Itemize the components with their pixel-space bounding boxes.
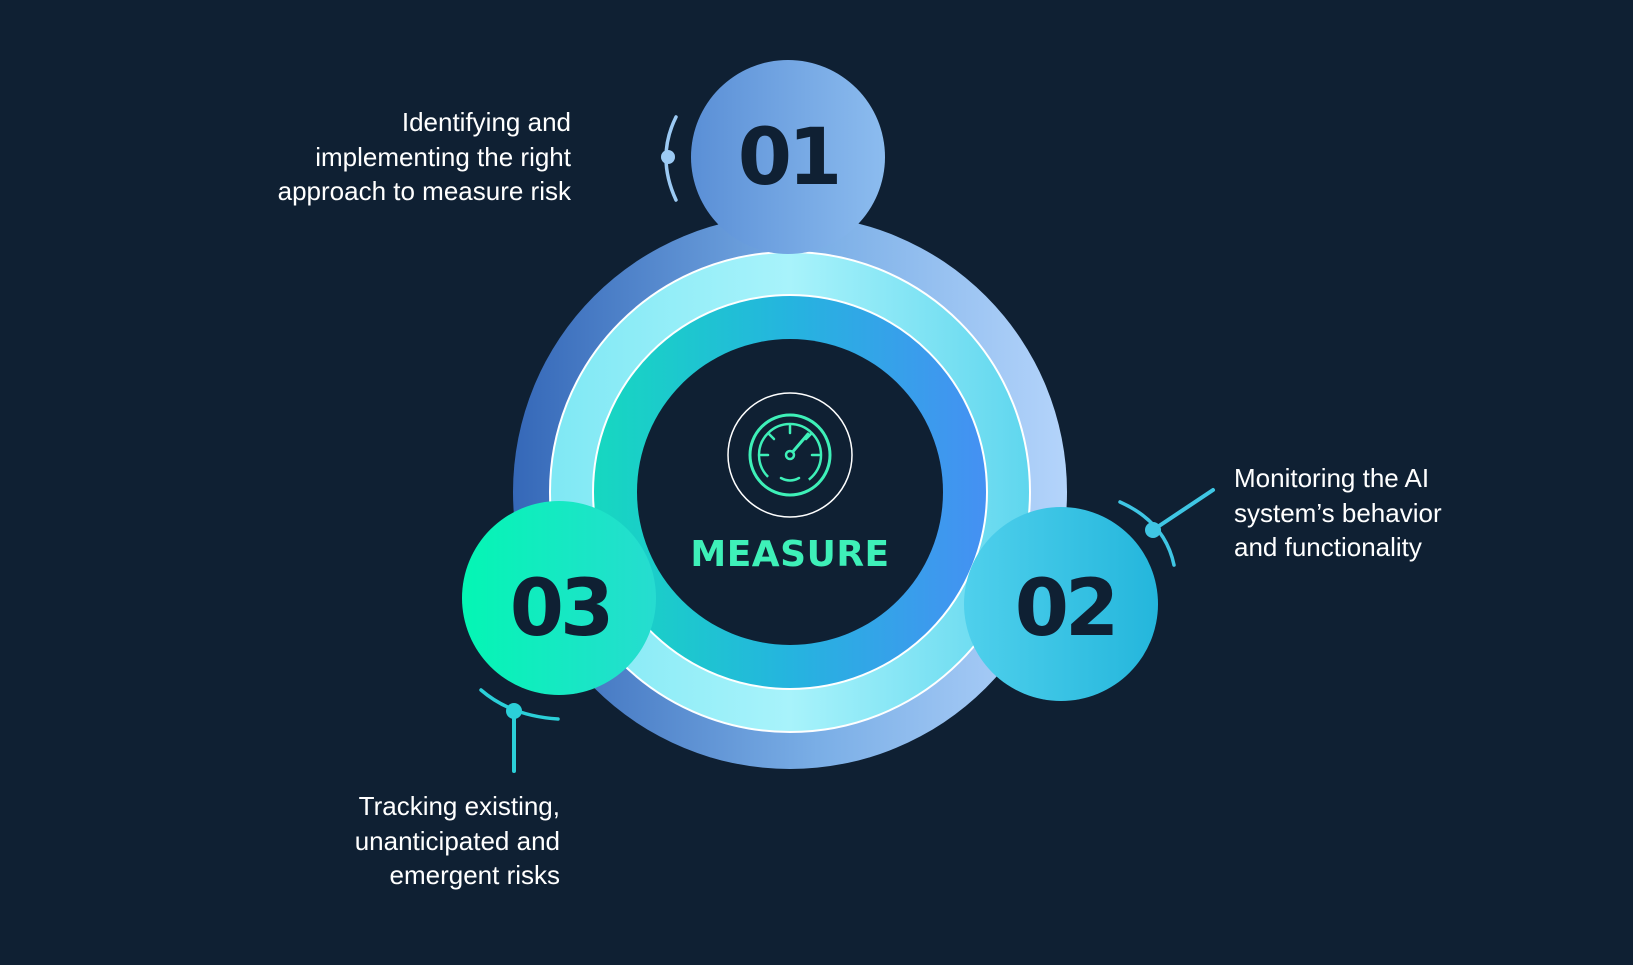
step-01-number: 01 <box>738 113 839 203</box>
step-03-node: 03 <box>462 501 656 695</box>
step-02-node: 02 <box>964 507 1158 701</box>
step-03-description: Tracking existing, unanticipated and eme… <box>354 791 560 890</box>
step-02-connector <box>1118 488 1215 567</box>
center-core <box>637 339 943 645</box>
step-03-connector <box>479 688 560 773</box>
step-01-connector <box>592 115 678 202</box>
center-title: MEASURE <box>690 534 889 575</box>
step-01-node: 01 <box>691 60 885 254</box>
step-02-description: Monitoring the AI system’s behavior and … <box>1234 463 1442 562</box>
step-03-number: 03 <box>510 564 611 654</box>
step-02-number: 02 <box>1015 564 1116 654</box>
step-01-description: Identifying and implementing the right a… <box>277 107 571 206</box>
